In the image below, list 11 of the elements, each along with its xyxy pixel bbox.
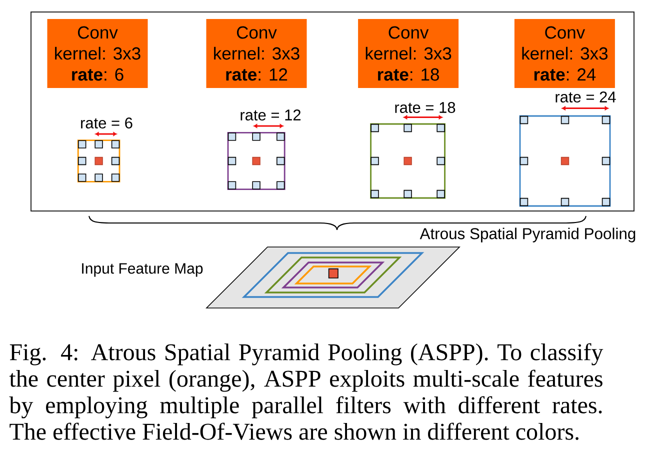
rate-label: rate = 12 [240,110,301,120]
conv-box: Conv kernel: 3x3 rate: 24 [514,19,615,88]
panel-frame [30,12,634,212]
caption: Fig. 4: Atrous Spatial Pyramid Pooling (ASPP). To classify the center pixel (orange), ASPP exploits multi-scale features by employing multiple parallel filters with different rates. The effective Field-Of-Views are shown in different colors. [9,343,604,440]
rate-label: rate = 6 [81,118,132,128]
rate-label: rate = 18 [395,102,456,113]
conv-box: Conv kernel: 3x3 rate: 18 [358,19,459,88]
conv-box: Conv kernel: 3x3 rate: 12 [206,19,307,88]
map-label: Input Feature Map [82,263,203,277]
section-label: Atrous Spatial Pyramid Pooling [420,228,636,242]
conv-box: Conv kernel: 3x3 rate: 6 [47,19,148,88]
